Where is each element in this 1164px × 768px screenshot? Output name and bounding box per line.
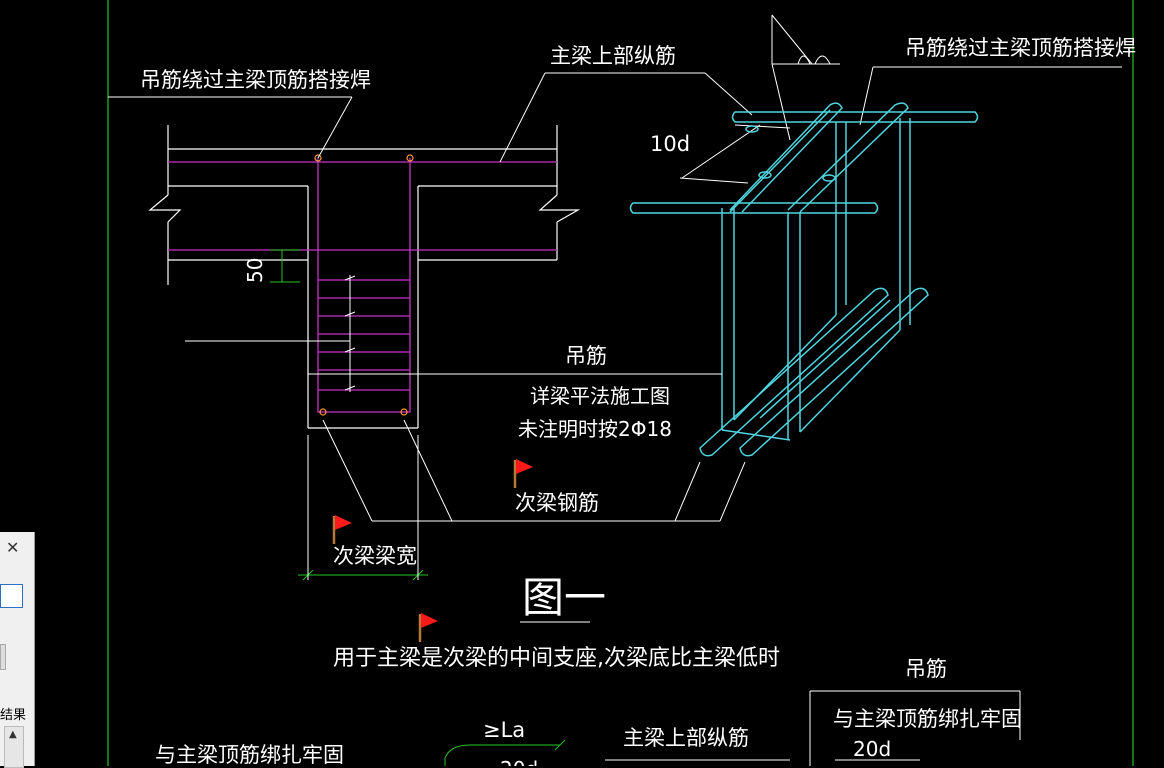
leader-weld-left bbox=[108, 96, 353, 159]
label-tie-main-top-2: 与主梁顶筋绑扎牢固 bbox=[155, 743, 344, 766]
figure-caption: 用于主梁是次梁的中间支座,次梁底比主梁低时 bbox=[333, 646, 780, 671]
label-hanger-weld-right: 吊筋绕过主梁顶筋搭接焊 bbox=[905, 36, 1136, 60]
dialog-result-label: 结果 bbox=[0, 708, 27, 723]
flag-icon[interactable] bbox=[332, 515, 352, 544]
weld-symbol bbox=[771, 14, 840, 141]
figure-title: 图一 bbox=[522, 573, 606, 622]
hanger-3d-rebar bbox=[629, 102, 979, 457]
stirrup-dim bbox=[185, 275, 356, 392]
dim-secondary-ext bbox=[307, 435, 419, 580]
leader-main-top-bar bbox=[499, 72, 753, 163]
dim-50-label: 50 bbox=[243, 258, 267, 283]
la-hook bbox=[444, 744, 560, 766]
main-beam-section bbox=[148, 125, 581, 429]
leader-tie-right bbox=[809, 690, 1021, 766]
label-hanger-weld-left: 吊筋绕过主梁顶筋搭接焊 bbox=[140, 68, 371, 92]
dim-50 bbox=[270, 249, 300, 283]
side-dialog: ✕ 结果 ▲ bbox=[0, 532, 35, 768]
label-main-beam-top-bar: 主梁上部纵筋 bbox=[550, 44, 676, 68]
leader-secondary-rebar bbox=[322, 419, 746, 522]
label-secondary-width: 次梁梁宽 bbox=[333, 544, 417, 568]
scroll-up-icon[interactable]: ▲ bbox=[9, 729, 17, 740]
label-hanger-2: 吊筋 bbox=[905, 657, 947, 681]
flag-icon[interactable] bbox=[418, 613, 438, 642]
leader-weld-right bbox=[859, 66, 1122, 126]
label-dim-10d: 10d bbox=[650, 132, 690, 156]
dialog-button[interactable] bbox=[0, 644, 6, 670]
dialog-input[interactable] bbox=[0, 584, 23, 608]
label-secondary-rebar: 次梁钢筋 bbox=[515, 491, 599, 515]
dim-secondary-width bbox=[298, 569, 428, 581]
label-dim-20d: 20d bbox=[853, 737, 891, 761]
close-icon[interactable]: ✕ bbox=[6, 538, 20, 557]
label-dim-20d-bottom: 20d bbox=[500, 757, 538, 766]
main-beam-rebar bbox=[168, 158, 557, 413]
label-tie-main-top: 与主梁顶筋绑扎牢固 bbox=[833, 707, 1022, 731]
rebar-dots bbox=[314, 154, 414, 416]
dim-10d bbox=[679, 124, 791, 184]
flag-icon[interactable] bbox=[513, 459, 533, 488]
label-hanger-note-2: 未注明时按2Φ18 bbox=[518, 417, 672, 441]
label-main-beam-top-bar-2: 主梁上部纵筋 bbox=[623, 726, 749, 750]
label-dim-la: ≥La bbox=[483, 718, 525, 742]
dialog-scrollbar[interactable]: ▲ bbox=[4, 726, 24, 768]
la-tick bbox=[554, 739, 566, 751]
label-hanger-note-1: 详梁平法施工图 bbox=[530, 384, 670, 408]
label-hanger: 吊筋 bbox=[565, 344, 607, 368]
